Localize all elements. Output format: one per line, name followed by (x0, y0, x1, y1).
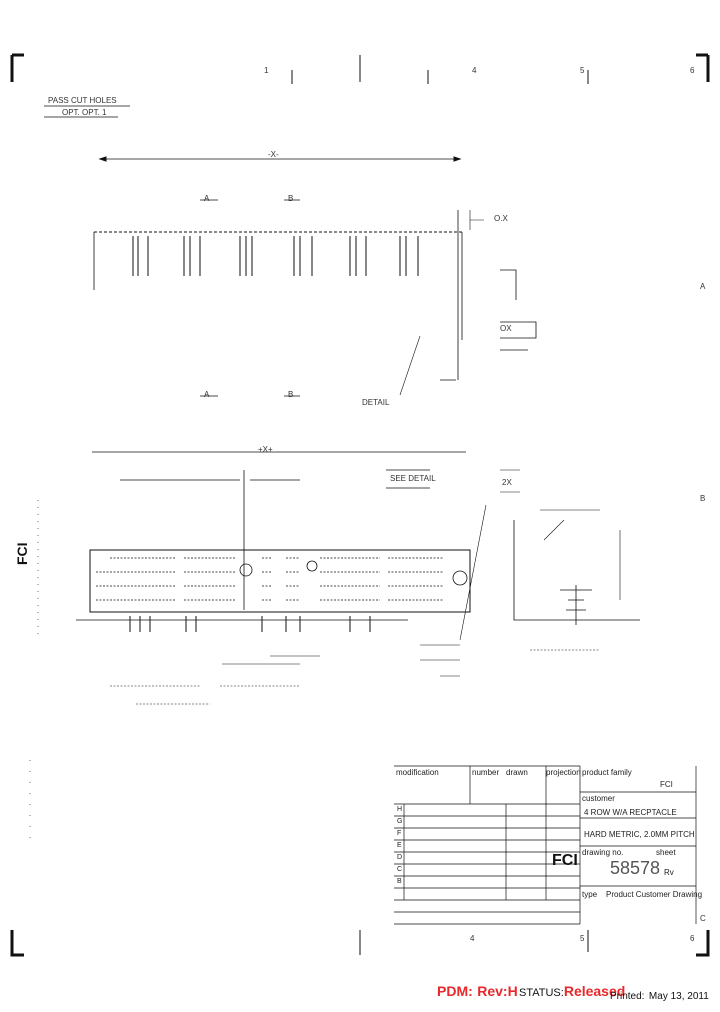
title-description-line-1: 4 ROW W/A RECPTACLE (584, 808, 677, 817)
title-projection-label: projection (546, 768, 581, 777)
rev-row-h: H (397, 806, 403, 813)
title-drawing-no-label: drawing no. (582, 848, 624, 857)
fci-title-logo-text: FCI (552, 852, 578, 869)
detail-mark: DETAIL (362, 398, 390, 407)
see-detail-mark: SEE DETAIL (390, 474, 436, 483)
note-header: PASS CUT HOLES (48, 96, 117, 105)
rev-row-e: E (397, 842, 402, 849)
title-product-family-value: FCI (660, 780, 673, 789)
printed-date: May 13, 2011 (648, 991, 709, 1002)
section-label-b-top: B (288, 194, 294, 203)
dim-label-overall: -X- (268, 150, 279, 159)
pdm-label: PDM: (437, 983, 473, 999)
title-customer-label: customer (582, 794, 615, 803)
status-value: Released (563, 983, 626, 999)
pdm-status-bar: PDM: Rev:H (437, 983, 518, 1001)
zone-col-6-top: 6 (690, 66, 695, 75)
title-modification-label: modification (396, 768, 439, 777)
status-label: STATUS: (519, 987, 564, 999)
section-label-a-top: A (204, 194, 210, 203)
zone-col-4-bottom: 4 (470, 934, 475, 943)
printed-field: Printed: May 13, 2011 (610, 986, 709, 1004)
dim-label-detail: OX (500, 324, 512, 333)
section-label-b-bottom: B (288, 390, 294, 399)
fci-side-logo-text: FCI (14, 542, 30, 565)
title-type-value: Product Customer Drawing (606, 890, 703, 899)
zone-col-5-bottom: 5 (580, 934, 585, 943)
note-sub: OPT. OPT. 1 (62, 108, 107, 117)
fci-title-logo: FCI (552, 852, 578, 870)
status-field: STATUS:Released (519, 983, 625, 1001)
title-description-line-2: HARD METRIC, 2.0MM PITCH (584, 830, 695, 839)
zone-col-6-bottom: 6 (690, 934, 695, 943)
title-drawn-label: drawn (506, 768, 528, 777)
fci-side-logo: FCI (14, 542, 30, 565)
rev-value: H (507, 983, 518, 999)
zone-col-5-top: 5 (580, 66, 585, 75)
rev-row-d: D (397, 854, 403, 861)
title-drawing-number: 58578 (610, 858, 661, 878)
title-number-label: number (472, 768, 500, 777)
rev-row-g: G (397, 818, 403, 825)
rev-row-f: F (397, 830, 402, 837)
dim-label-count: 2X (502, 478, 512, 487)
title-product-family-label: product family (582, 768, 632, 777)
title-type-label: type (582, 890, 598, 899)
rev-label: Rev: (477, 983, 508, 999)
zone-row-c-right: C (700, 914, 706, 923)
title-sheet-label: sheet (656, 848, 676, 857)
zone-col-1-top: 1 (264, 66, 269, 75)
title-drawing-number-suffix: Rv (664, 868, 674, 877)
dim-label-side: O.X (494, 214, 508, 223)
printed-label: Printed: (610, 991, 645, 1002)
zone-row-b-right: B (700, 494, 706, 503)
zone-col-4-top: 4 (472, 66, 477, 75)
dim-label-front: +X+ (258, 445, 273, 454)
rev-row-b: B (397, 878, 402, 885)
section-label-a-bottom: A (204, 390, 210, 399)
rev-row-c: C (397, 866, 403, 873)
zone-row-a-right: A (700, 282, 706, 291)
